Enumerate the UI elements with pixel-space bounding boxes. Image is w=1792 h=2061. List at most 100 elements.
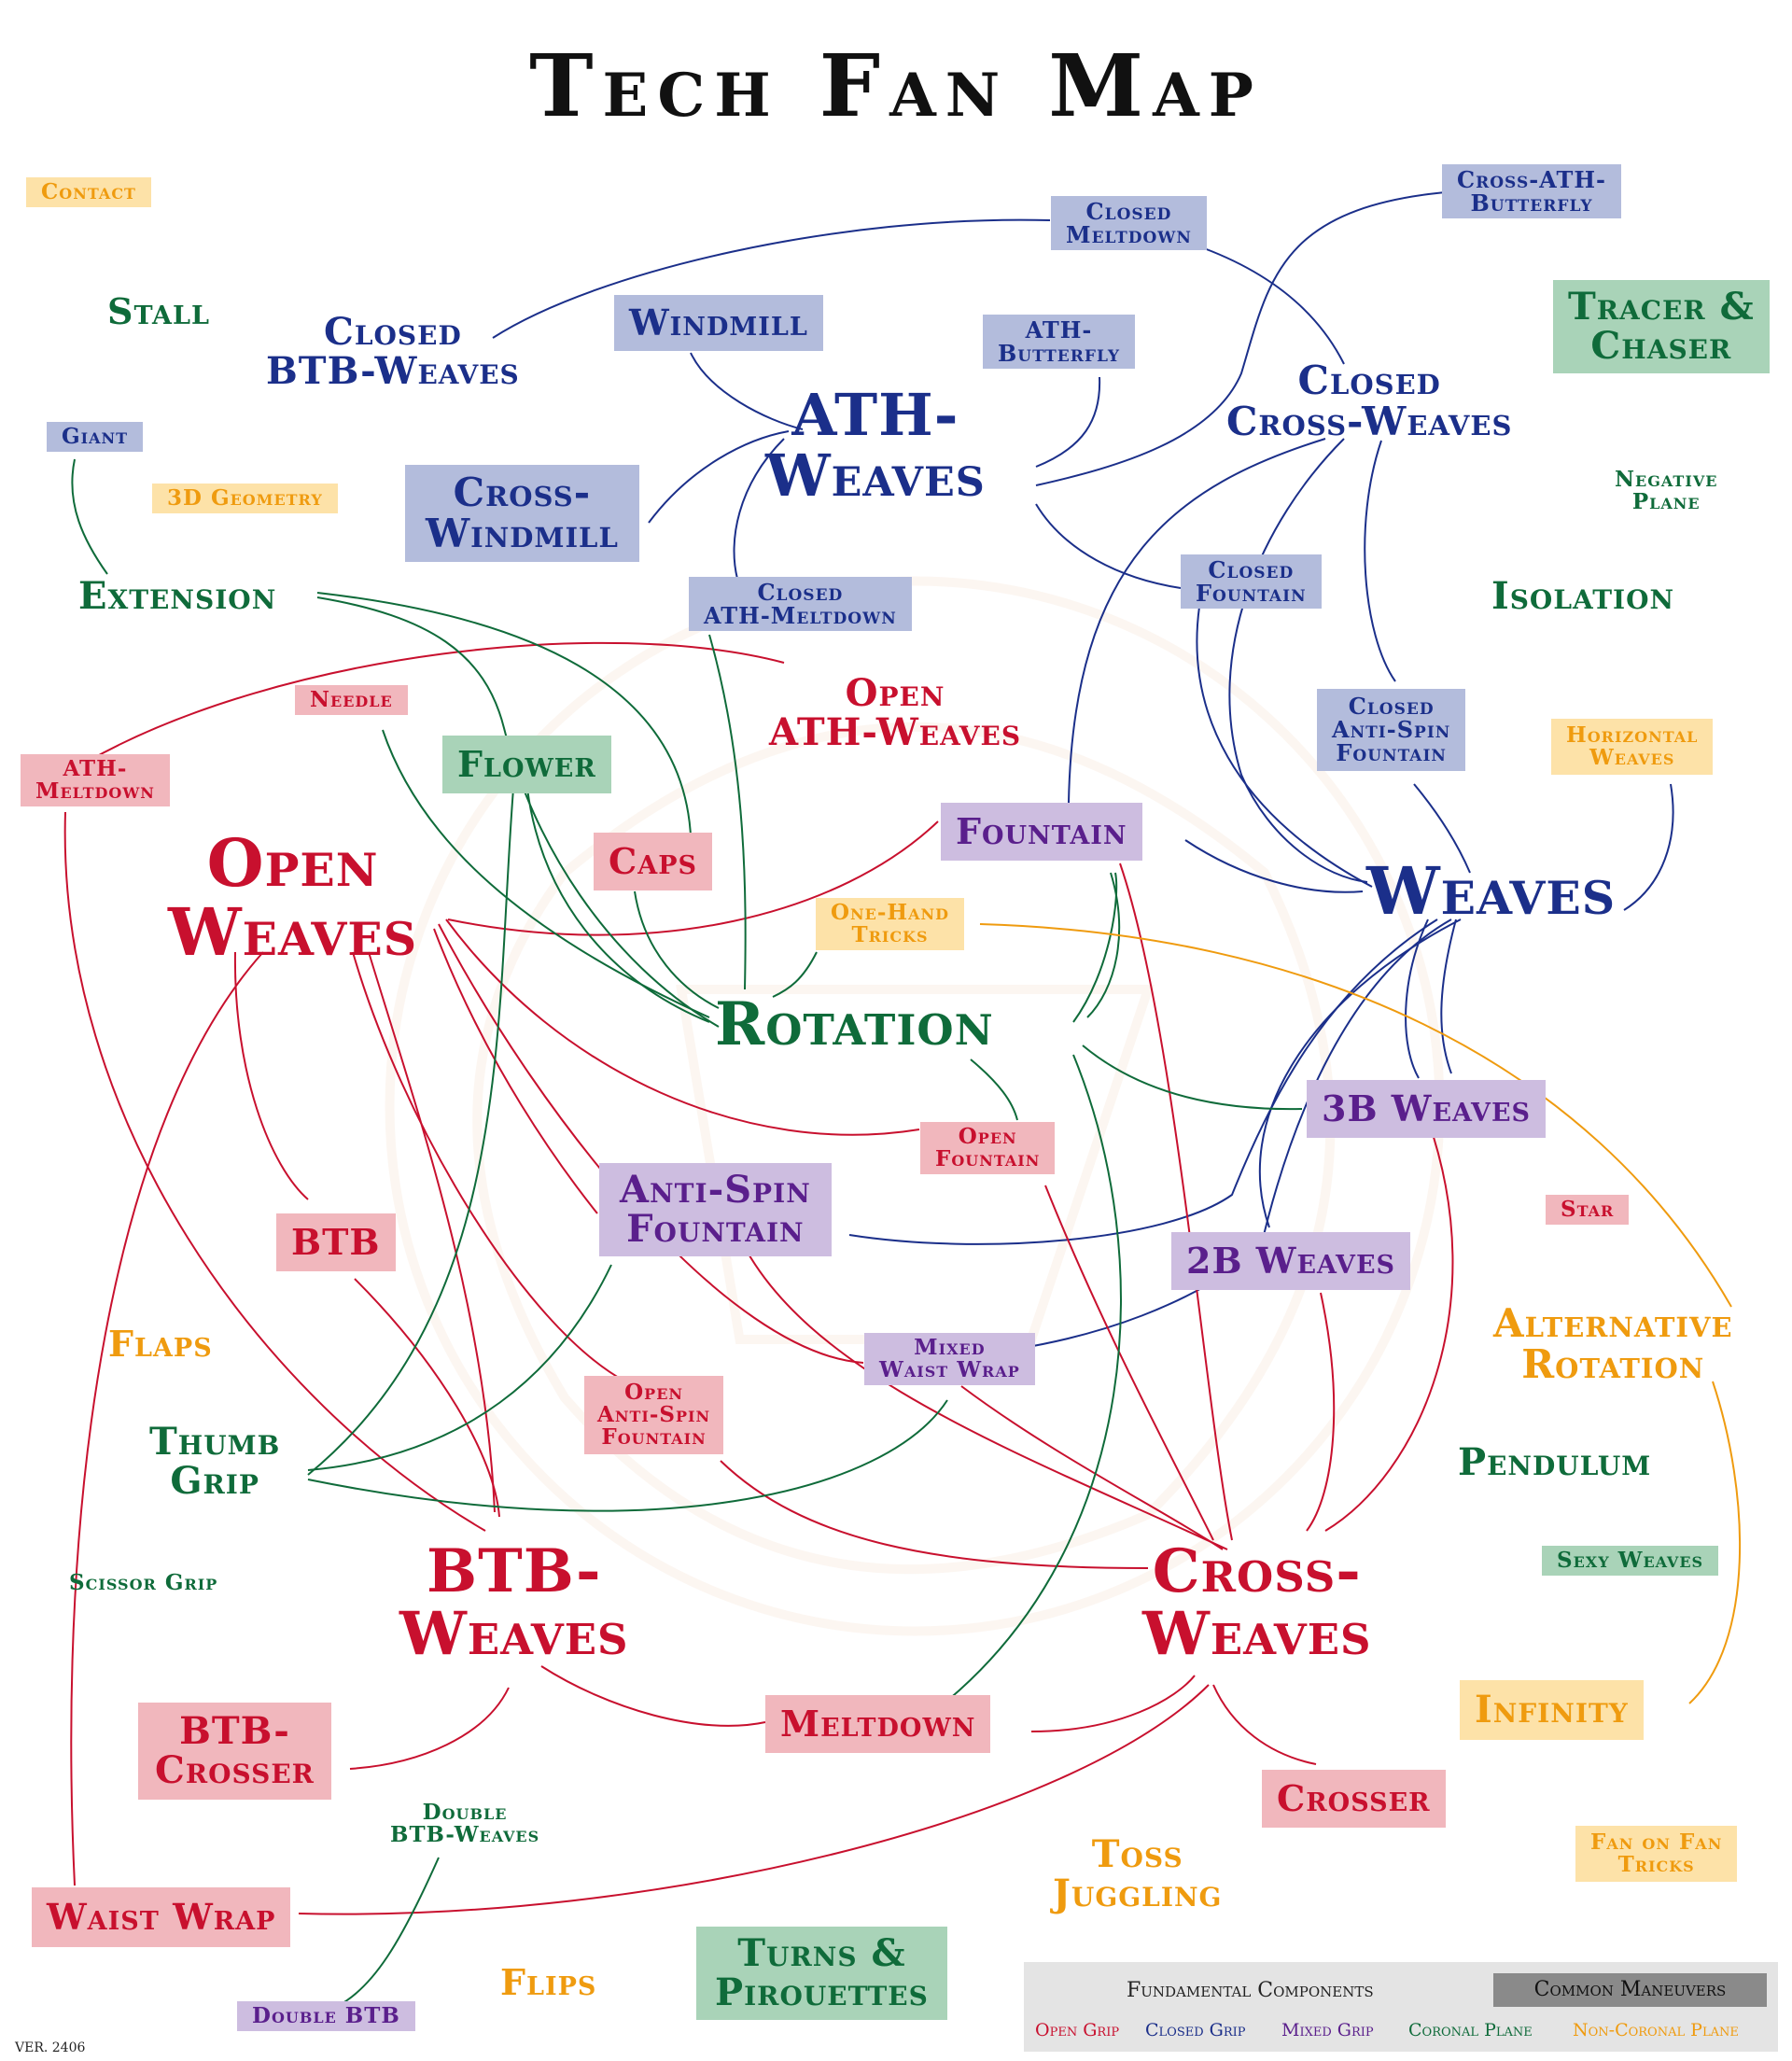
edge-anti-spin-fountain-cross-weaves <box>746 1250 1228 1550</box>
node-thumb-grip: Thumb Grip <box>149 1420 281 1503</box>
node-toss-juggling: Toss Juggling <box>1053 1832 1223 1915</box>
edge-caps-rotation <box>634 890 720 1009</box>
node-flaps: Flaps <box>108 1323 213 1365</box>
node-double-btb: Double BTB <box>237 2001 415 2032</box>
node-ath-butterfly: ATH- Butterfly <box>983 315 1135 370</box>
node-stall: Stall <box>107 290 210 332</box>
edge-fountain-rotation <box>1086 872 1121 1018</box>
edge-closed-ath-meltdown-rotation <box>708 634 747 990</box>
legend-closed: Closed Grip <box>1145 2020 1246 2040</box>
edge-one-hand-alternative-rotation <box>979 923 1732 1308</box>
node-btb: BTB <box>276 1213 396 1271</box>
node-extension: Extension <box>78 574 277 618</box>
legend-common: Common Maneuvers <box>1493 1973 1767 2007</box>
node-weaves: Weaves <box>1366 852 1617 930</box>
edge-ath-meltdown-open-ath-weaves <box>88 641 785 762</box>
legend-open: Open Grip <box>1035 2020 1120 2040</box>
edge-rotation-open-fountain <box>970 1059 1018 1121</box>
edge-open-weaves-btb <box>233 951 309 1200</box>
edge-extension-caps <box>316 592 692 836</box>
edge-2b-weaves-cross-weaves <box>1306 1292 1336 1532</box>
version-label: VER. 2406 <box>15 2040 86 2055</box>
node-infinity: Infinity <box>1460 1680 1644 1740</box>
node-anti-spin-fountain: Anti-Spin Fountain <box>599 1163 832 1256</box>
edge-one-hand-rotation <box>772 951 818 998</box>
node-3d-geometry: 3D Geometry <box>152 484 338 514</box>
edge-btb-weaves-meltdown <box>540 1665 766 1727</box>
edge-cross-weaves-waist-wrap <box>298 1684 1210 1915</box>
edge-giant-extension <box>71 458 108 575</box>
node-closed-meltdown: Closed Meltdown <box>1051 196 1207 251</box>
legend-mixed: Mixed Grip <box>1281 2020 1374 2040</box>
node-cross-weaves: Cross- Weaves <box>1142 1536 1372 1670</box>
edge-alternative-rotation-infinity <box>1688 1381 1742 1704</box>
node-flips: Flips <box>500 1961 597 2003</box>
legend-fundamental: Fundamental Components <box>1127 1979 1374 2002</box>
node-2b-weaves: 2B Weaves <box>1171 1232 1411 1290</box>
edge-horizontal-weaves-weaves <box>1623 783 1674 911</box>
edge-rotation-fountain <box>1072 872 1118 1023</box>
edge-closed-fountain-weaves <box>1196 606 1373 888</box>
edge-open-weaves-open-anti-spin <box>352 951 626 1382</box>
edge-open-weaves-waist-wrap <box>70 951 264 1886</box>
edge-btb-weaves-btb-crosser <box>349 1687 510 1770</box>
edge-rotation-meltdown <box>946 1054 1122 1702</box>
edge-mixed-waist-wrap-thumb-grip <box>307 1399 948 1512</box>
node-closed-anti-spin-fountain: Closed Anti-Spin Fountain <box>1317 689 1466 771</box>
node-fountain: Fountain <box>941 803 1142 861</box>
edge-cross-windmill-ath-weaves <box>648 430 790 524</box>
node-flower: Flower <box>442 736 611 793</box>
node-closed-btb-weaves: Closed BTB-Weaves <box>266 310 520 393</box>
node-open-ath-weaves: Open ATH-Weaves <box>769 671 1022 754</box>
edge-ath-weaves-closed-fountain <box>1035 503 1182 589</box>
edge-closed-cross-weaves-fountain <box>1068 438 1326 804</box>
node-open-anti-spin-fountain: Open Anti-Spin Fountain <box>584 1376 724 1455</box>
node-contact: Contact <box>26 177 151 208</box>
node-windmill: Windmill <box>614 295 823 351</box>
edge-anti-spin-thumb-grip <box>307 1264 612 1471</box>
node-star: Star <box>1546 1195 1630 1226</box>
node-cross-windmill: Cross- Windmill <box>405 465 639 563</box>
edge-ath-butterfly-ath-weaves <box>1035 376 1101 468</box>
edge-rotation-3b-weaves <box>1082 1045 1303 1111</box>
edge-fountain-weaves <box>1184 839 1364 893</box>
node-double-btb-weaves: Double BTB-Weaves <box>390 1800 540 1848</box>
node-tracer-chaser: Tracer & Chaser <box>1553 280 1770 373</box>
edge-weaves-3b-weaves <box>1405 918 1429 1079</box>
node-sexy-weaves: Sexy Weaves <box>1542 1546 1719 1577</box>
legend-noncoronal: Non-Coronal Plane <box>1573 2020 1739 2040</box>
edge-double-btb-weaves-double-btb <box>335 1857 440 2008</box>
node-cross-ath-butterfly: Cross-ATH- Butterfly <box>1442 164 1621 219</box>
edge-weaves-3b-weaves-right <box>1440 918 1457 1074</box>
node-one-hand-tricks: One-Hand Tricks <box>816 898 965 951</box>
node-negative-plane: Negative Plane <box>1615 467 1718 515</box>
node-meltdown: Meltdown <box>765 1695 991 1753</box>
edge-flower-rotation <box>526 788 710 1023</box>
node-fan-on-fan-tricks: Fan on Fan Tricks <box>1575 1826 1738 1883</box>
node-pendulum: Pendulum <box>1458 1440 1652 1484</box>
edge-btb-btb-weaves <box>354 1278 500 1518</box>
edge-flower-thumb-grip <box>307 788 514 1476</box>
legend-coronal: Coronal Plane <box>1408 2020 1533 2040</box>
edge-cross-weaves-crosser <box>1212 1684 1317 1765</box>
node-closed-cross-weaves: Closed Cross-Weaves <box>1226 358 1513 445</box>
node-btb-crosser: BTB- Crosser <box>138 1703 331 1800</box>
edge-ath-weaves-closed-ath-meltdown <box>733 438 785 580</box>
node-horizontal-weaves: Horizontal Weaves <box>1551 719 1714 776</box>
node-caps: Caps <box>594 833 712 890</box>
node-mixed-waist-wrap: Mixed Waist Wrap <box>864 1333 1035 1386</box>
edge-windmill-ath-weaves <box>690 352 804 430</box>
node-open-weaves: Open Weaves <box>168 824 418 971</box>
edge-mixed-waist-wrap-cross-weaves <box>960 1385 1224 1550</box>
edge-open-fountain-cross-weaves <box>1044 1185 1214 1541</box>
node-turns-pirouettes: Turns & Pirouettes <box>696 1927 947 2020</box>
node-crosser: Crosser <box>1262 1770 1446 1828</box>
edge-closed-cross-weaves-closed-anti-spin <box>1364 440 1396 682</box>
edge-fountain-cross-weaves <box>1119 862 1233 1541</box>
edge-closed-btb-weaves-closed-meltdown <box>492 218 1051 339</box>
node-scissor-grip: Scissor Grip <box>69 1570 218 1595</box>
edge-weaves-2b-weaves <box>1258 918 1462 1228</box>
edge-closed-anti-spin-weaves <box>1413 783 1471 874</box>
